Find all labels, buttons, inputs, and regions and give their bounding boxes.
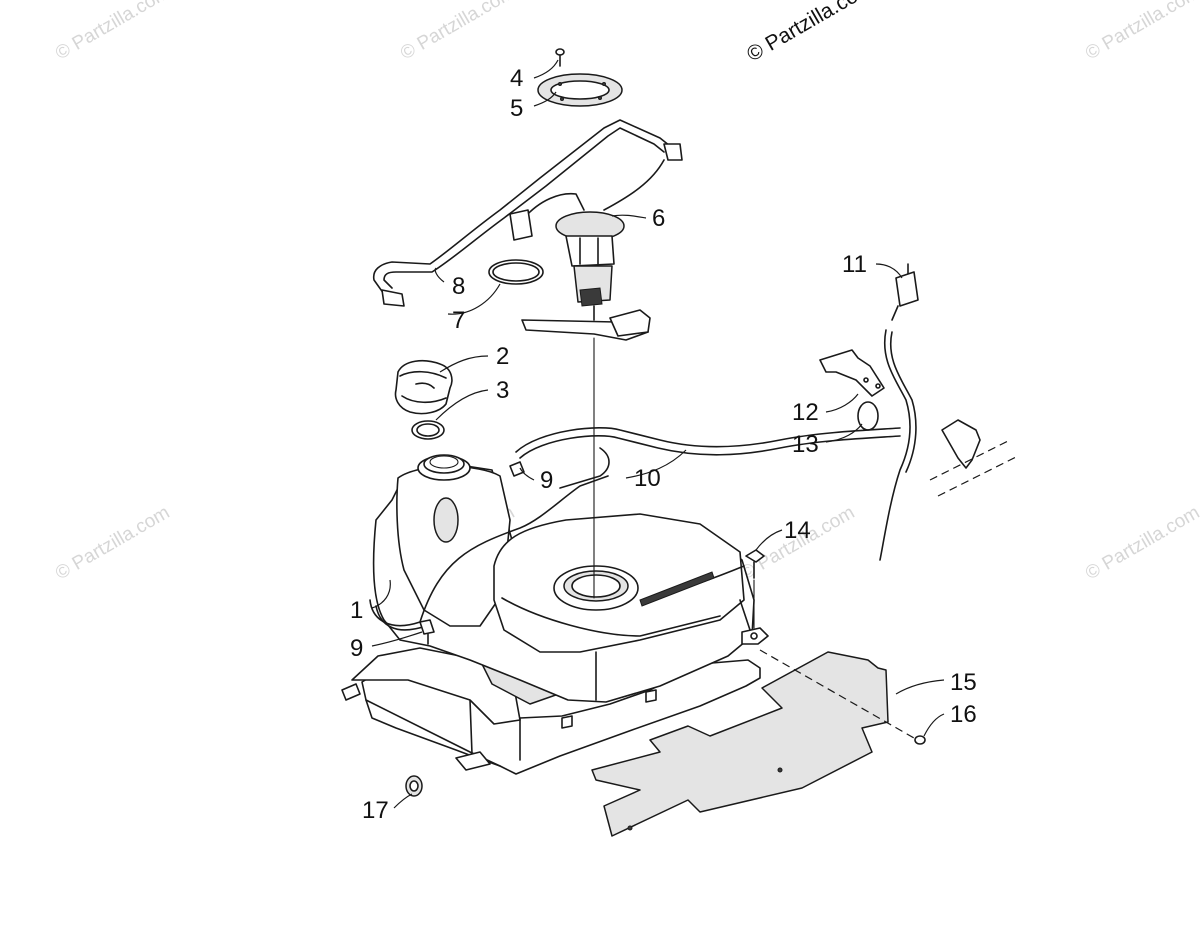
callout-16: 16 (950, 701, 977, 728)
fuel-pump-assembly (509, 159, 665, 341)
copyright-notice: © Partzilla.com (743, 0, 877, 66)
push-rivet (745, 549, 765, 629)
drain-grommet (405, 775, 423, 797)
watermark: © Partzilla.com (1082, 0, 1200, 64)
leader-lines (371, 59, 945, 809)
callout-5: 5 (510, 95, 523, 122)
hose-bracket (819, 349, 885, 397)
vent-fitting-upper (509, 461, 525, 477)
vent-fitting-lower (419, 619, 435, 645)
callout-10: 10 (634, 465, 661, 492)
callout-1: 1 (350, 597, 363, 624)
pump-screw (555, 48, 565, 67)
callout-11: 11 (842, 251, 867, 278)
hose-clip (857, 401, 879, 431)
frame-mount (929, 419, 1019, 497)
callout-9-lower: 9 (350, 635, 363, 662)
shield-screw (759, 649, 926, 745)
callout-14: 14 (784, 517, 811, 544)
callout-2: 2 (496, 343, 509, 370)
callout-labels: 1 2 3 4 5 6 7 8 9 9 10 11 12 13 14 15 16… (350, 65, 977, 824)
callout-7: 7 (452, 307, 465, 334)
cap-gasket (411, 420, 445, 440)
vent-hose (515, 427, 901, 489)
watermark: © Partzilla.com (52, 502, 173, 584)
fuel-tank (341, 454, 769, 775)
callout-6: 6 (652, 205, 665, 232)
callout-15: 15 (950, 669, 977, 696)
watermark: © Partzilla.com (397, 0, 518, 64)
callout-17: 17 (362, 797, 389, 824)
callout-9-upper: 9 (540, 467, 553, 494)
watermark: © Partzilla.com (1082, 502, 1200, 584)
callout-13: 13 (792, 431, 819, 458)
pump-flange-gasket (537, 73, 623, 107)
fuel-cap (394, 359, 453, 415)
heat-shield-plate (591, 651, 889, 837)
pump-o-ring (488, 259, 544, 285)
callout-8: 8 (452, 273, 465, 300)
vent-filter (879, 263, 919, 561)
watermark: © Partzilla.com (52, 0, 173, 64)
callout-12: 12 (792, 399, 819, 426)
callout-3: 3 (496, 377, 509, 404)
fuel-line (372, 119, 683, 307)
watermark-layer: © Partzilla.com © Partzilla.com © Partzi… (52, 0, 1200, 584)
callout-4: 4 (510, 65, 523, 92)
